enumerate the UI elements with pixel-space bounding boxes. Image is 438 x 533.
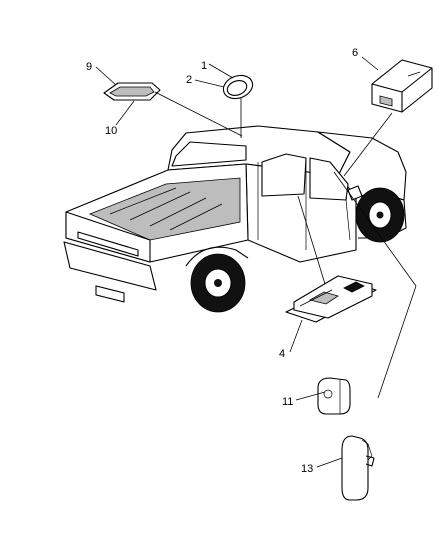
lamp-part-13 [341,435,375,501]
callout-13: 13 [301,463,313,475]
callout-1: 1 [201,60,207,72]
console-lamp-part-4 [285,275,377,323]
lamp-lens-part-1-2 [222,74,254,100]
callout-9: 9 [86,61,92,73]
callout-6: 6 [352,47,358,59]
dome-lamp-part-9-10 [103,82,161,101]
callout-4: 4 [279,348,285,360]
callout-10: 10 [105,125,117,137]
callout-11: 11 [282,396,293,408]
pickup-truck [63,125,407,313]
leader-lines [95,56,417,468]
module-part-6 [371,59,433,113]
cargo-lamp-part-11 [317,377,351,415]
callout-2: 2 [186,74,192,86]
